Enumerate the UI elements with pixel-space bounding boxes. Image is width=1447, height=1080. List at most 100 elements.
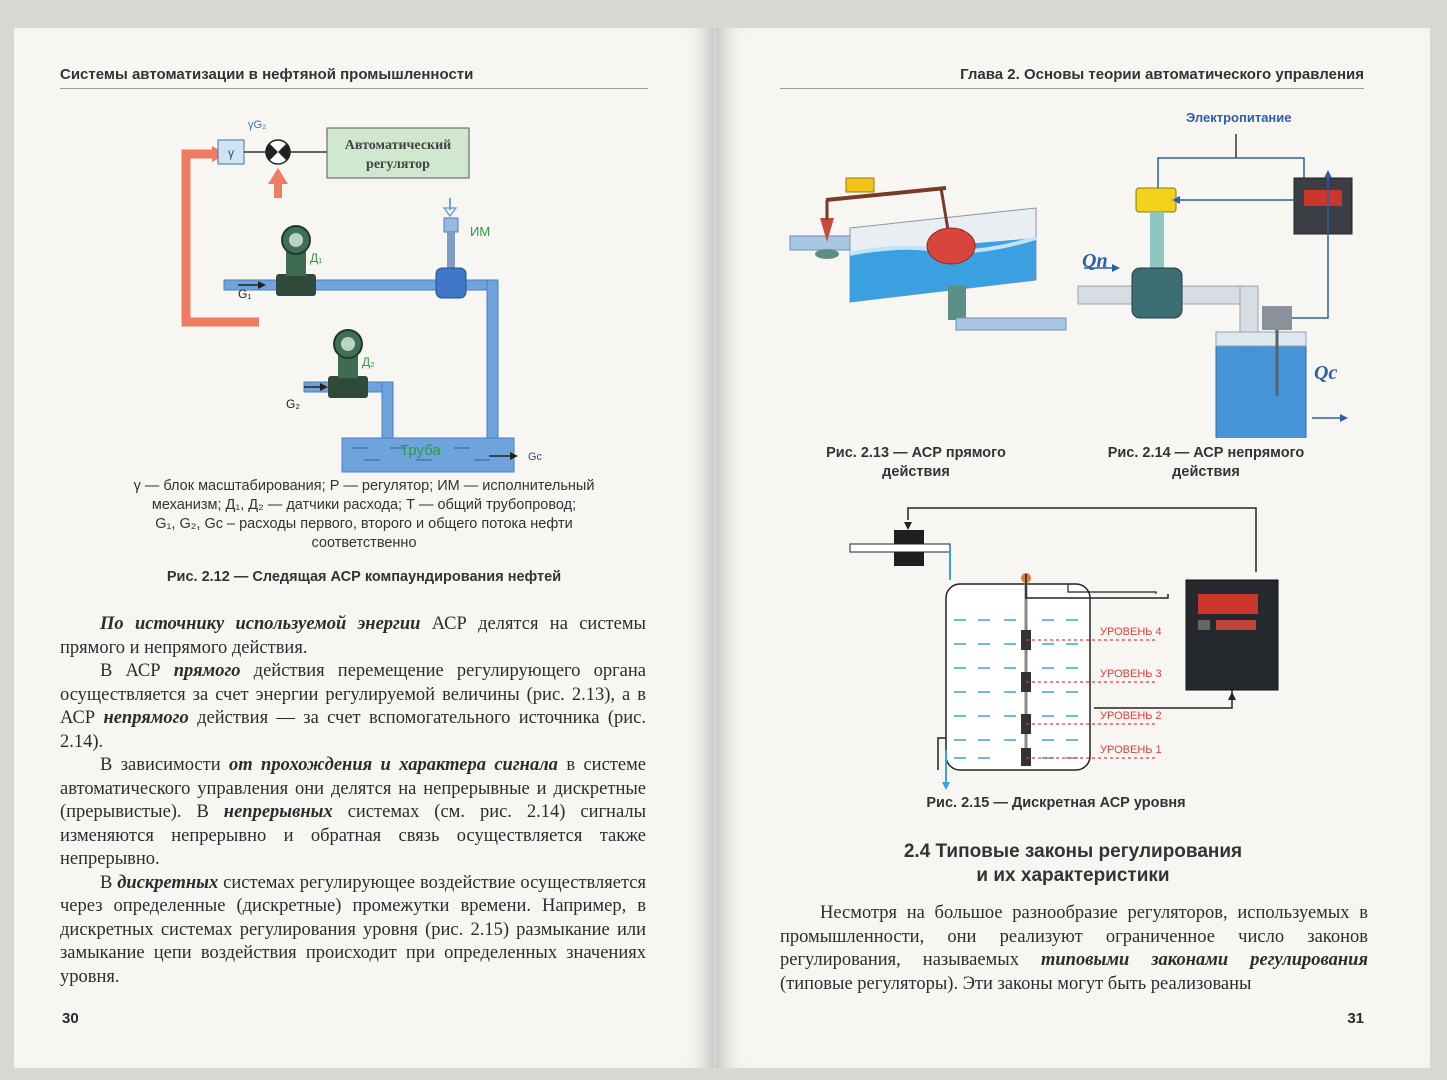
valve-actuator (443, 217, 459, 233)
text-run: Несмотря на большое разнообразие регулят… (780, 903, 1368, 970)
qn-flow-arrowhead (1112, 264, 1120, 272)
right-body-text: Несмотря на большое разнообразие регулят… (780, 902, 1368, 996)
probe-signal-wire (1025, 574, 1169, 599)
paragraph-2: В АСР прямого действия перемещение регул… (60, 660, 646, 754)
text-run: системах регулирующее воздействие осущес… (60, 872, 647, 987)
section-title: 2.4 Типовые законы регулирования и их ха… (716, 840, 1430, 888)
pipe-down-left (381, 381, 394, 443)
text-run: системах (см. рис. 2.14) сигналы изменяю… (60, 802, 646, 869)
probe-signal-wire-2 (1067, 584, 1157, 594)
page-number-left: 30 (62, 1010, 79, 1027)
pipe-flow-dashes (352, 447, 490, 461)
emphasis: По источнику используемой энергии (100, 614, 421, 634)
text-run: (типовые регуляторы). Эти законы могут б… (780, 973, 1252, 994)
emphasis: прямого (173, 661, 241, 681)
legend-line-1: γ — блок масштабирования; Р — регулятор;… (133, 478, 595, 494)
level-marker-lines (1026, 639, 1156, 759)
section-title-line-1: 2.4 Типовые законы регулирования (903, 841, 1243, 862)
g2-label: G₂ (286, 397, 300, 411)
level-controller-indicators (1216, 620, 1256, 630)
emphasis: непрямого (103, 708, 189, 728)
controller-output-arrow (1228, 692, 1236, 700)
text-run: В АСР (100, 661, 174, 681)
section-title-line-2: и их характеристики (976, 865, 1170, 886)
caption-line: действия (1172, 464, 1240, 480)
valve-body (435, 267, 467, 299)
gamma-g2-label: γG₂ (248, 119, 266, 131)
emphasis: от прохождения и характера сигнала (229, 755, 558, 775)
qc-flow-arrowhead (1340, 414, 1348, 422)
text-run: В зависимости (100, 755, 230, 775)
g1-label: G₁ (238, 287, 251, 301)
tank-rim (1215, 331, 1307, 347)
figure-2-14-diagram (1077, 134, 1353, 438)
figure-2-13-diagram (789, 177, 1067, 331)
pipe-down-right (486, 279, 499, 443)
feedback-wire (1292, 172, 1329, 319)
figure-2-12-diagram: γ γG₂ Автоматический регулятор (181, 119, 543, 473)
lever-pivot (845, 177, 875, 193)
feedback-signal-line (181, 149, 259, 327)
gamma-label: γ (228, 146, 234, 160)
outlet-flow-arrow (942, 782, 950, 790)
inlet-valve-plug (820, 218, 834, 242)
text-run: В (100, 872, 118, 893)
text-run: в системе автоматического управления они… (60, 755, 646, 822)
legend-line-3: G₁, G₂, Gc – расходы первого, второго и … (155, 516, 573, 532)
d2-label: Д₂ (362, 355, 375, 369)
outlet-pipe-line (937, 737, 946, 770)
level-transmitter (1262, 306, 1292, 330)
running-head-right: Глава 2. Основы теории автоматического у… (960, 66, 1364, 83)
float-ball (926, 227, 976, 265)
top-signal-wire (907, 507, 1257, 572)
qn-label: Qп (1082, 250, 1108, 272)
running-head-left: Системы автоматизации в нефтяной промышл… (60, 66, 474, 83)
control-signal-arrow (1172, 196, 1180, 204)
float-lever (825, 186, 947, 202)
flowmeter-d1-stem (286, 248, 306, 276)
pipe-label: Труба (400, 442, 441, 459)
text-run: действия — за счет вспомогательного исто… (60, 708, 646, 752)
left-page: Системы автоматизации в нефтяной промышл… (14, 28, 714, 1068)
summing-junction-sector-left (265, 143, 278, 161)
paragraph-4: В дискретных системах регулирующее возде… (60, 872, 646, 990)
paragraph-1: По источнику используемой энергии АСР де… (60, 613, 646, 660)
emphasis: дискретных (117, 872, 219, 893)
figure-2-15-caption: Рис. 2.15 — Дискретная АСР уровня (926, 795, 1186, 811)
legend-line-2: механизм; Д₁, Д₂ — датчики расхода; Т — … (151, 497, 577, 513)
figure-2-13-caption: Рис. 2.13 — АСР прямого действия (796, 444, 1036, 482)
feedback-arrow (1324, 170, 1332, 178)
d1-label: Д₁ (310, 251, 322, 265)
level-3-label: УРОВЕНЬ 3 (1100, 668, 1162, 680)
regulator-label-line1: Автоматический (345, 138, 451, 153)
valve-body (1131, 267, 1183, 319)
level-sensor-1 (1021, 748, 1031, 766)
signal-up-arrow (268, 168, 288, 198)
valve-spindle (1150, 212, 1164, 270)
flowmeter-d1-display (289, 233, 303, 247)
emphasis: непрерывных (223, 802, 333, 822)
outlet-pipe (955, 317, 1067, 331)
flowmeter-d2-stem (338, 352, 358, 378)
float-rod (939, 187, 950, 231)
figure-2-14-caption: Рис. 2.14 — АСР непрямого действия (1086, 444, 1326, 482)
level-1-label: УРОВЕНЬ 1 (1100, 744, 1162, 756)
qc-label: Qc (1314, 362, 1338, 384)
level-controller-display (1198, 594, 1258, 614)
regulator-label-line2: регулятор (366, 157, 430, 172)
drain-valve (948, 286, 966, 320)
receiver-tank (1215, 341, 1307, 438)
paragraph-3: В зависимости от прохождения и характера… (60, 754, 646, 872)
level-controller-button (1198, 620, 1210, 630)
power-wire (1157, 157, 1305, 188)
top-signal-arrow (904, 522, 912, 530)
legend-line-4: соответственно (311, 535, 417, 551)
caption-line: Рис. 2.14 — АСР непрямого (1107, 445, 1305, 461)
gc-outlet-arrowhead (510, 452, 518, 460)
right-page: Глава 2. Основы теории автоматического у… (716, 28, 1430, 1068)
caption-line: Рис. 2.13 — АСР прямого (826, 445, 1006, 461)
tank-liquid (850, 238, 1036, 302)
flowmeter-d2-display (341, 337, 355, 351)
figure-2-15-diagram (849, 507, 1279, 790)
